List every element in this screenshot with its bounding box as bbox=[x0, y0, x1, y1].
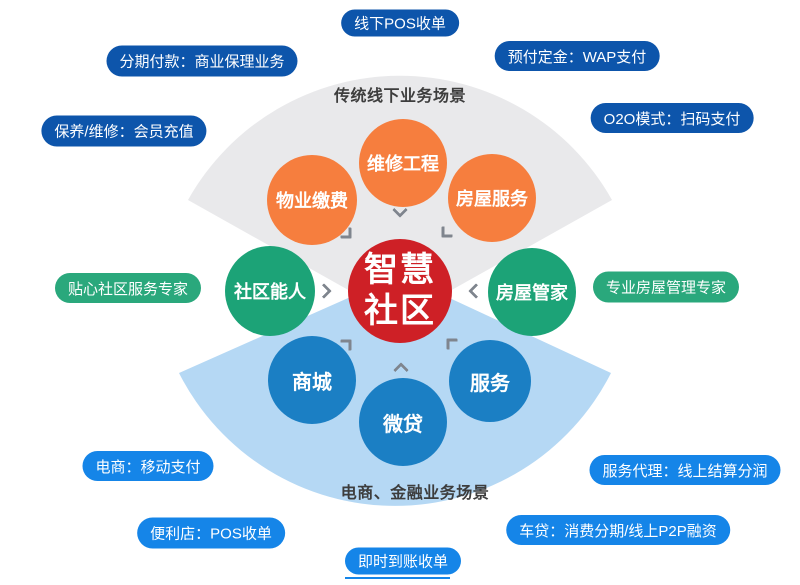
center-label-line1: 智慧 bbox=[364, 251, 436, 290]
ecommerce-finance-fan-label: 电商、金融业务场景 bbox=[340, 485, 490, 502]
chevron-down-left-icon bbox=[441, 226, 453, 238]
center-label-line2: 社区 bbox=[364, 292, 436, 330]
center-smart-community-circle: 智慧 社区 bbox=[348, 239, 452, 343]
circle-service: 服务 bbox=[449, 340, 531, 422]
pill-o2o-scan-pay: O2O模式：扫码支付 bbox=[590, 103, 754, 133]
pill-installment-factoring: 分期付款：商业保理业务 bbox=[106, 45, 298, 77]
circle-house-keeper: 房屋管家 bbox=[488, 248, 576, 336]
circle-house-service: 房屋服务 bbox=[448, 154, 536, 242]
pill-convenience-store-pos: 便利店：POS收单 bbox=[137, 517, 285, 549]
chevron-up-right-icon bbox=[340, 339, 352, 351]
pill-car-loan-p2p: 车贷：消费分期/线上P2P融资 bbox=[506, 515, 730, 545]
traditional-offline-fan-label: 传统线下业务场景 bbox=[333, 88, 467, 105]
cropped-watermark-line bbox=[345, 577, 450, 579]
pill-maintenance-membership: 保养/维修：会员充值 bbox=[41, 115, 207, 147]
chevron-down-right-icon bbox=[340, 227, 352, 239]
pill-house-management-expert: 专业房屋管理专家 bbox=[592, 271, 740, 303]
chevron-up-left-icon bbox=[446, 338, 458, 350]
pill-ecommerce-mobile-pay: 电商：移动支付 bbox=[82, 451, 214, 481]
circle-repair-engineering: 维修工程 bbox=[359, 119, 447, 207]
circle-mall: 商城 bbox=[268, 336, 356, 424]
circle-micro-loan: 微贷 bbox=[359, 378, 447, 466]
pill-offline-pos: 线下POS收单 bbox=[341, 9, 459, 37]
pill-community-service-expert: 贴心社区服务专家 bbox=[54, 273, 202, 303]
pill-instant-settlement: 即时到账收单 bbox=[344, 547, 462, 575]
circle-community-talent: 社区能人 bbox=[225, 246, 315, 336]
pill-prepay-wap: 预付定金：WAP支付 bbox=[494, 41, 660, 71]
circle-property-payment: 物业缴费 bbox=[267, 155, 357, 245]
pill-service-agent-settlement: 服务代理：线上结算分润 bbox=[589, 455, 781, 485]
